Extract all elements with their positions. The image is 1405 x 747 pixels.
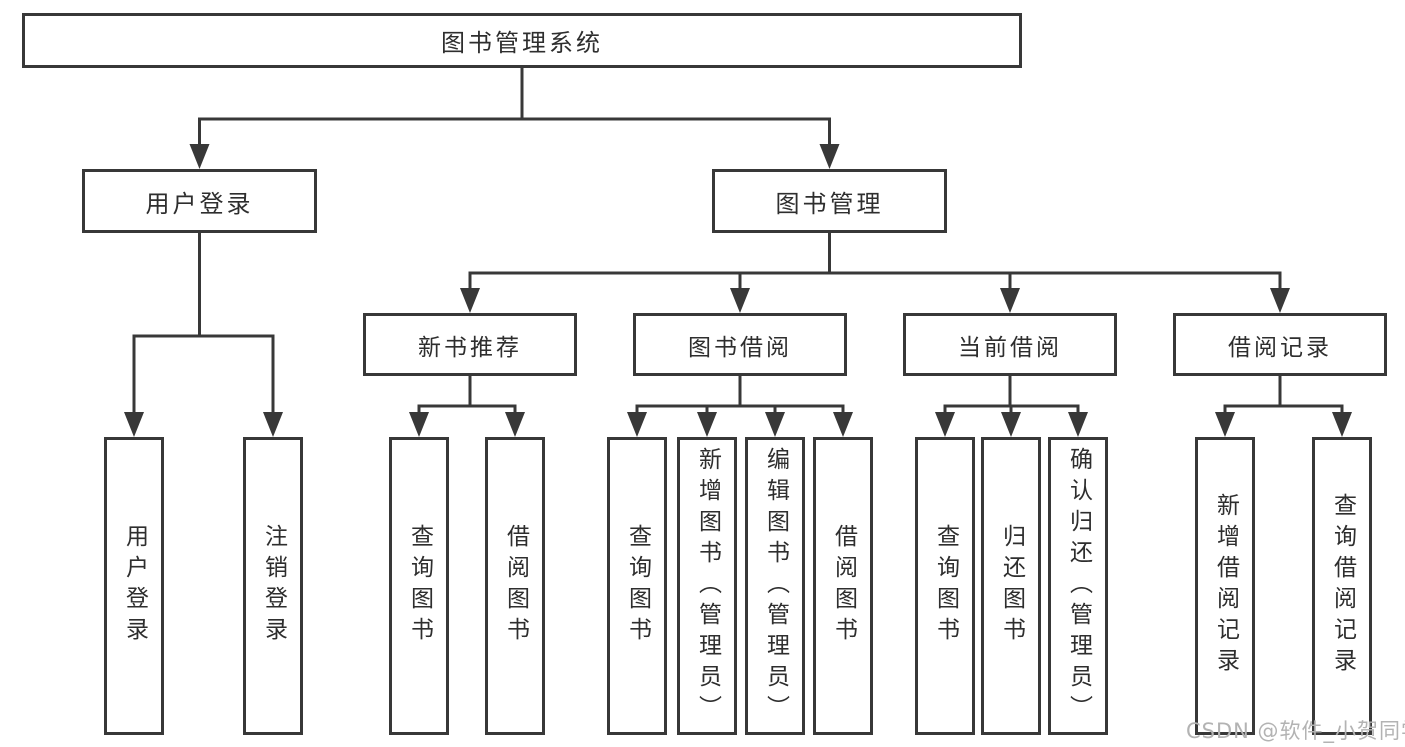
leaf-add-borrow-record: 新增借阅记录 [1195, 437, 1255, 735]
leaf-label: 借阅图书 [830, 524, 857, 648]
arrowhead-icons [124, 144, 1352, 437]
node-borrow-records: 借阅记录 [1173, 313, 1387, 376]
leaf-label: 查询借阅记录 [1329, 493, 1356, 679]
leaf-label: 查询图书 [932, 524, 959, 648]
leaf-borrowing-borrow-books: 借阅图书 [813, 437, 873, 735]
node-book-borrowing: 图书借阅 [633, 313, 847, 376]
leaf-label: 查询图书 [406, 524, 433, 648]
csdn-watermark: CSDN @软件_小贺同学 [1186, 719, 1405, 743]
node-label: 图书借阅 [688, 334, 792, 361]
node-label: 图书管理 [775, 189, 884, 218]
leaf-label: 用户登录 [121, 524, 148, 648]
node-user-login: 用户登录 [82, 169, 317, 233]
leaf-query-borrow-record: 查询借阅记录 [1312, 437, 1372, 735]
leaf-user-login: 用户登录 [104, 437, 164, 735]
leaf-return-books: 归还图书 [981, 437, 1041, 735]
node-library-system: 图书管理系统 [22, 13, 1022, 68]
node-current-borrowing: 当前借阅 [903, 313, 1117, 376]
leaf-label: 确认归还（管理员） [1065, 446, 1092, 726]
leaf-label: 归还图书 [998, 524, 1025, 648]
leaf-newbook-borrow-books: 借阅图书 [485, 437, 545, 735]
node-label: 图书管理系统 [441, 29, 603, 57]
node-label: 当前借阅 [958, 334, 1062, 361]
node-label: 借阅记录 [1228, 334, 1332, 361]
leaf-confirm-return-admin: 确认归还（管理员） [1048, 437, 1108, 735]
leaf-add-book-admin: 新增图书（管理员） [677, 437, 737, 735]
leaf-label: 注销登录 [260, 524, 287, 648]
node-new-book-recommend: 新书推荐 [363, 313, 577, 376]
node-book-management: 图书管理 [712, 169, 947, 233]
leaf-current-query-books: 查询图书 [915, 437, 975, 735]
leaf-borrowing-query-books: 查询图书 [607, 437, 667, 735]
leaf-logout: 注销登录 [243, 437, 303, 735]
leaf-label: 借阅图书 [502, 524, 529, 648]
node-label: 用户登录 [145, 189, 254, 218]
leaf-label: 查询图书 [624, 524, 651, 648]
node-label: 新书推荐 [418, 334, 522, 361]
leaf-label: 编辑图书（管理员） [762, 446, 789, 726]
leaf-label: 新增借阅记录 [1212, 493, 1239, 679]
leaf-label: 新增图书（管理员） [694, 446, 721, 726]
leaf-newbook-query-books: 查询图书 [389, 437, 449, 735]
leaf-edit-book-admin: 编辑图书（管理员） [745, 437, 805, 735]
